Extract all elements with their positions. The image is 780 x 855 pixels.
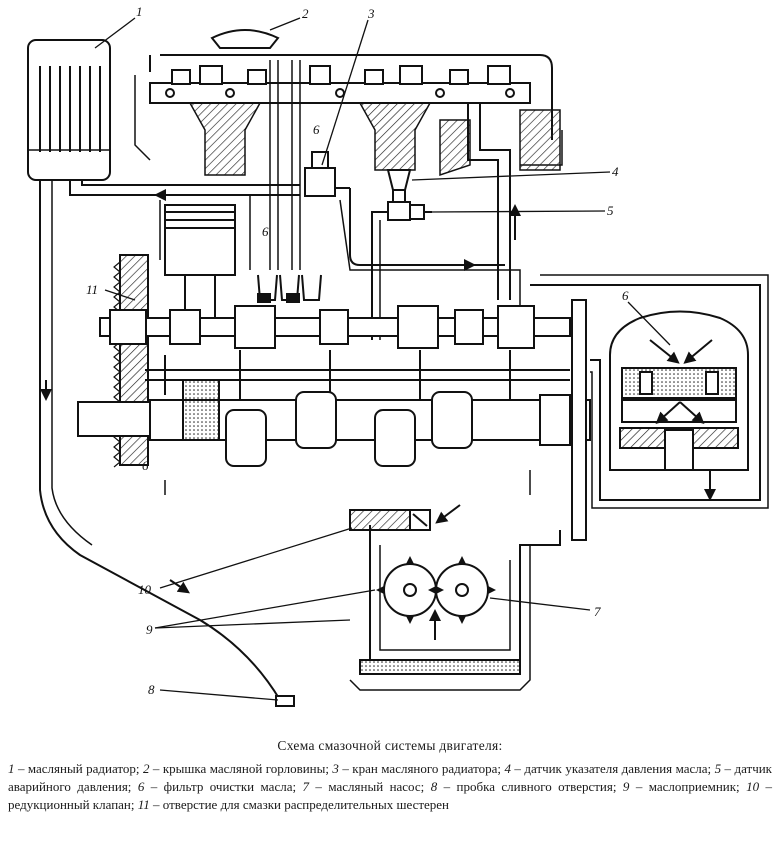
legend: 1 – масляный радиатор; 2 – крышка маслян… — [8, 760, 772, 814]
crankshaft — [77, 379, 591, 467]
rocker-supports — [188, 102, 561, 177]
pressure-sensor — [386, 169, 412, 221]
lubrication-system-diagram: 1 2 3 4 5 6 7 8 9 10 11 6 6 6 — [27, 4, 769, 707]
legend-item-11: 11 – отверстие для смазки распределитель… — [137, 797, 450, 812]
legend-item-7: 7 – масляный насос; — [302, 779, 431, 794]
oil-mark-2: 6 — [262, 224, 269, 239]
emergency-pressure-sensor — [409, 204, 432, 220]
rocker-shaft — [149, 65, 531, 104]
radiator-valve — [304, 151, 505, 266]
callout-7: 7 — [594, 604, 601, 619]
legend-item-3: 3 – кран масляного радиатора; — [332, 761, 505, 776]
callout-1: 1 — [136, 4, 143, 19]
caption-title: Схема смазочной системы двигателя: — [277, 738, 503, 753]
legend-item-2: 2 – крышка масляной горловины; — [142, 761, 333, 776]
oil-filter — [609, 310, 749, 471]
tappets — [257, 274, 322, 303]
oil-pump — [369, 525, 561, 661]
callout-3: 3 — [367, 6, 375, 21]
reduction-valve — [349, 509, 431, 531]
legend-item-10: 10 – редукционный клапан; — [8, 779, 773, 812]
callout-6: 6 — [622, 288, 629, 303]
drain-plug — [275, 695, 295, 707]
callout-5: 5 — [607, 203, 614, 218]
legend-item-8: 8 – пробка сливного отверстия; — [430, 779, 623, 794]
oil-mark-3: 6 — [142, 458, 149, 473]
camshaft — [99, 305, 571, 349]
oil-mark-1: 6 — [313, 122, 320, 137]
legend-item-5: 5 – датчик аварийного давления; — [8, 761, 773, 794]
legend-item-4: 4 – датчик указателя давления масла; — [504, 761, 715, 776]
flywheel — [571, 299, 587, 541]
callout-4: 4 — [612, 164, 619, 179]
oil-intake-mesh — [359, 659, 521, 675]
callout-8: 8 — [148, 682, 155, 697]
callout-11: 11 — [86, 282, 98, 297]
callout-9: 9 — [146, 622, 153, 637]
legend-item-6: 6 – фильтр очистки масла; — [137, 779, 303, 794]
legend-item-1: 1 – масляный радиатор; — [8, 761, 143, 776]
legend-item-9: 9 – маслоприемник; — [622, 779, 747, 794]
oil-radiator — [27, 39, 111, 181]
callout-2: 2 — [302, 6, 309, 21]
oil-filler-cap — [210, 29, 280, 49]
callout-10: 10 — [138, 582, 152, 597]
